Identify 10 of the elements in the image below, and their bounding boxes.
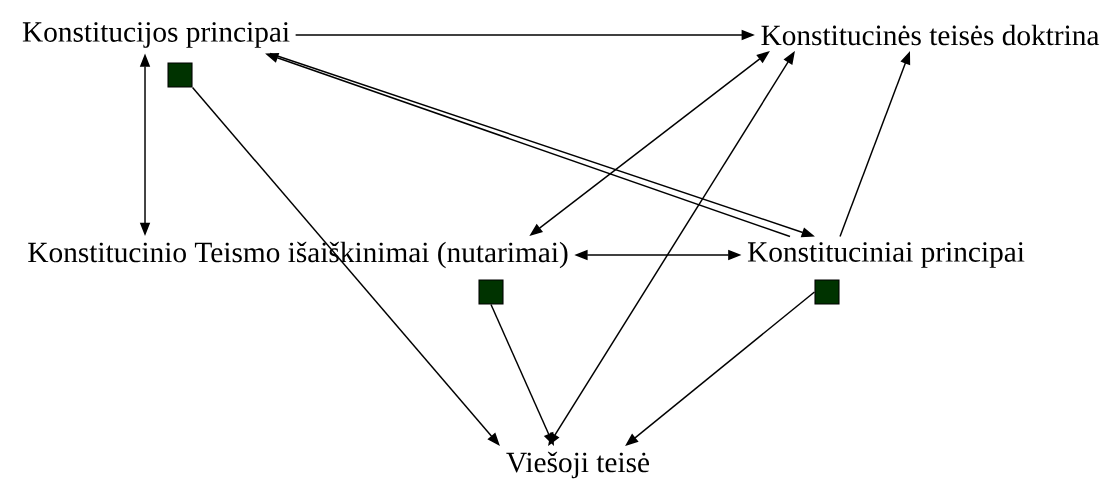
square-marker xyxy=(478,279,504,305)
square-marker xyxy=(814,279,840,305)
arrow xyxy=(191,86,500,446)
arrow xyxy=(548,51,795,446)
node-label: Konstituciniai principai xyxy=(747,242,1025,268)
node-label: Konstitucijos principai xyxy=(22,22,290,48)
node-label: Viešoji teisė xyxy=(506,451,649,479)
arrow xyxy=(625,291,816,446)
square-marker xyxy=(167,62,193,88)
node-label: Konstitucinės teisės doktrina xyxy=(761,24,1100,46)
